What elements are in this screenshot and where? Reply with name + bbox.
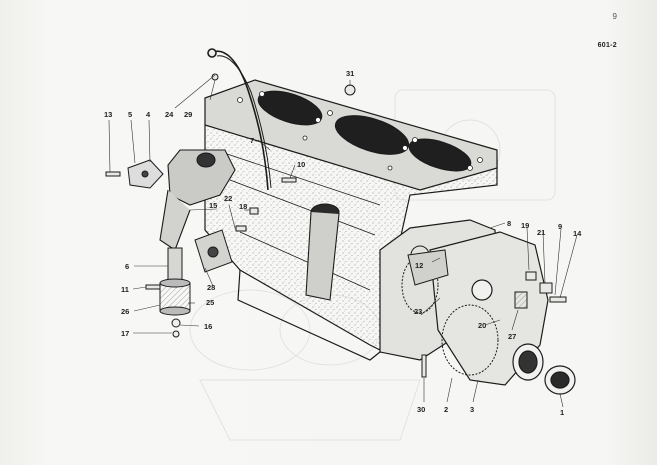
callout-18: 18 [239,202,247,211]
callout-leader-lines [108,74,578,408]
callout-7: 7 [250,136,254,145]
thermostat-housing [159,149,236,251]
callout-numbers: 1 2 3 4 5 6 7 8 9 10 11 12 13 14 15 16 1… [104,69,582,417]
callout-3: 3 [470,405,474,414]
callout-4: 4 [146,110,151,119]
page-number: 9 [612,12,617,21]
oil-pump-strainer [159,247,191,338]
callout-22: 22 [224,194,232,203]
callout-15: 15 [209,201,217,210]
callout-21: 21 [537,228,545,237]
dipstick-tube [207,48,272,191]
callout-23: 23 [414,307,422,316]
callout-12: 12 [415,261,423,270]
crankshaft-seal-part-1 [544,365,576,395]
callout-10: 10 [297,160,305,169]
callout-29: 29 [184,110,192,119]
callout-6: 6 [125,262,129,271]
callout-5: 5 [128,110,132,119]
callout-20: 20 [478,321,486,330]
callout-24: 24 [165,110,174,119]
callout-31: 31 [346,69,354,78]
callout-17: 17 [121,329,129,338]
figure-reference-code: 601-2 [597,42,617,49]
callout-2: 2 [444,405,448,414]
callout-1: 1 [560,408,564,417]
callout-8: 8 [507,219,511,228]
cover-plate-part-5 [127,159,164,189]
pump-flange-part-28 [194,229,233,273]
callout-16: 16 [204,322,212,331]
callout-25: 25 [206,298,214,307]
callout-28: 28 [207,283,215,292]
callout-27: 27 [508,332,516,341]
callout-11: 11 [121,285,129,294]
callout-13: 13 [104,110,112,119]
callout-19: 19 [521,221,529,230]
callout-30: 30 [417,405,425,414]
oil-filler-tube [305,203,340,301]
callout-26: 26 [121,307,129,316]
callout-9: 9 [558,222,562,231]
callout-14: 14 [573,229,582,238]
timing-cover [429,231,549,386]
